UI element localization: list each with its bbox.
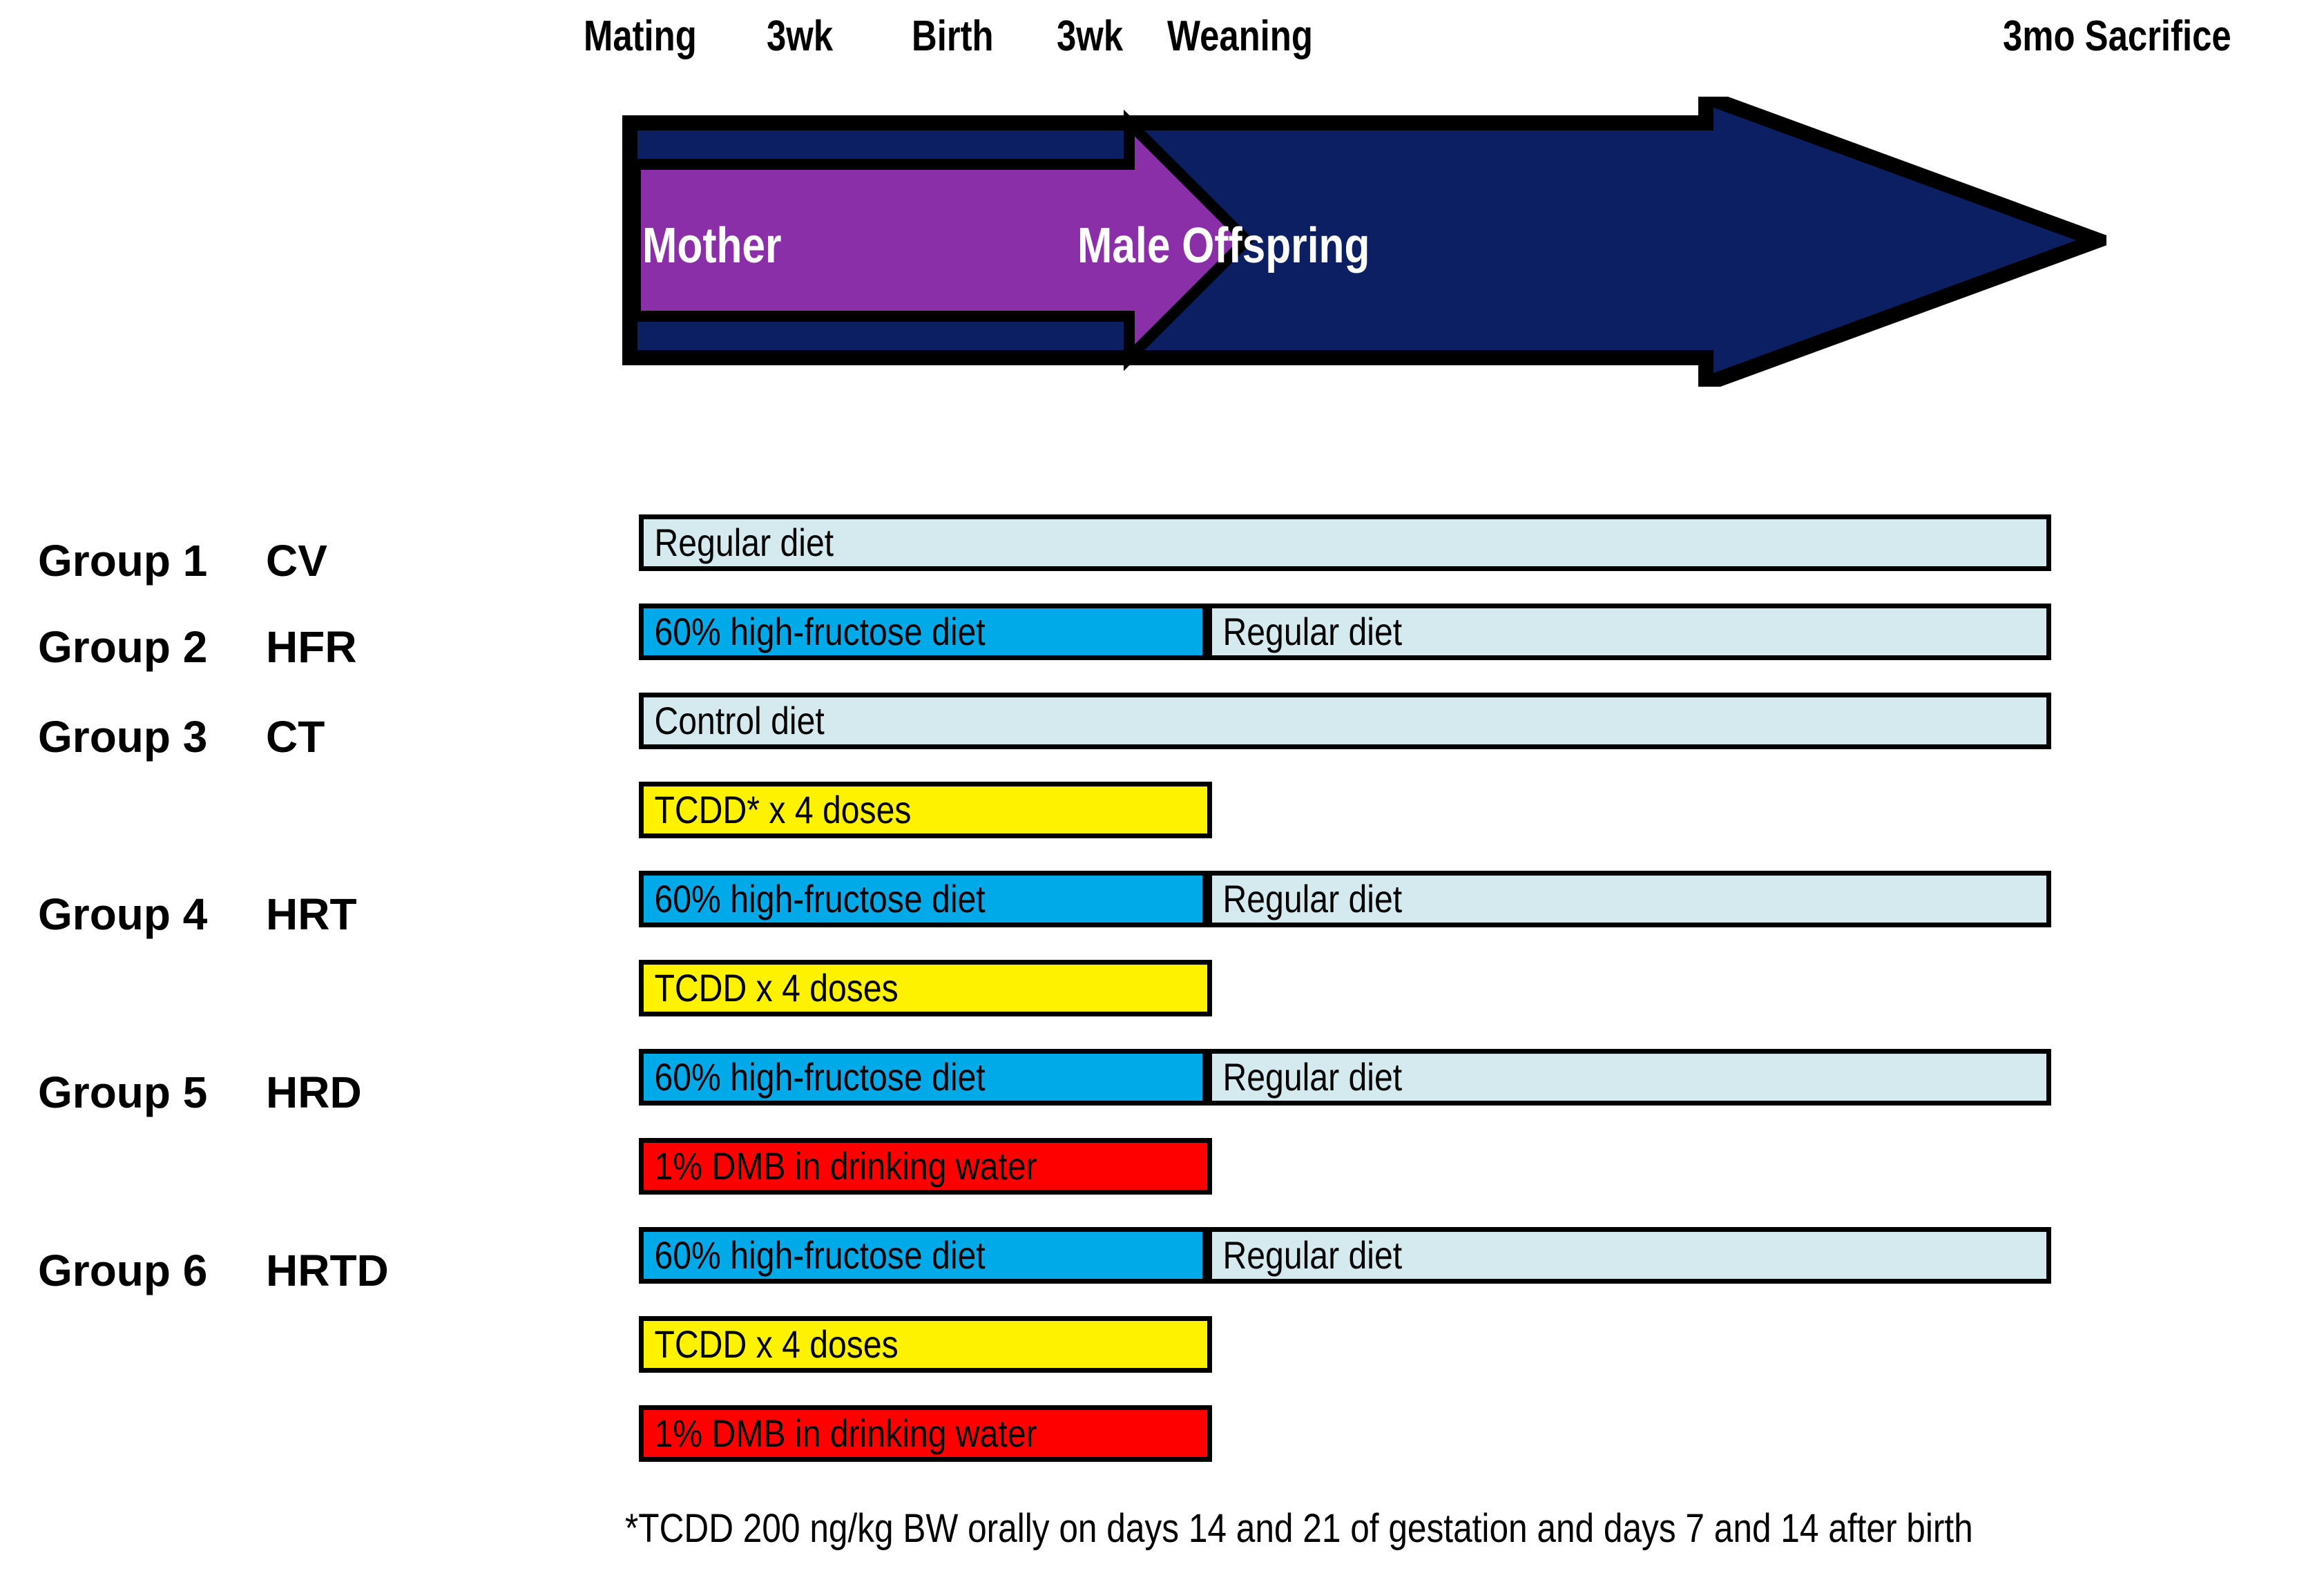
group-code-hrtd: HRTD <box>266 1246 389 1295</box>
diet-bar-label: 60% high-fructose diet <box>654 877 986 920</box>
offspring-arrow-label: Male Offspring <box>1077 218 1370 273</box>
timeline-event-3wk: 3wk <box>767 12 834 60</box>
diet-bar-label: 60% high-fructose diet <box>654 1055 986 1099</box>
group-code-cv: CV <box>266 536 327 586</box>
diet-bar-segment: Regular diet <box>1207 1049 2051 1106</box>
timeline-event-3mo-sacrifice: 3mo Sacrifice <box>2003 12 2231 60</box>
diet-bar-label: Regular diet <box>1222 877 1403 920</box>
diet-bar-label: 60% high-fructose diet <box>654 610 986 653</box>
diet-bar-label: Regular diet <box>1222 610 1403 653</box>
mother-arrow-label-wrap: Mother <box>642 221 808 271</box>
diet-bar-label: TCDD x 4 doses <box>654 1322 899 1366</box>
diet-bar-label: TCDD* x 4 doses <box>654 788 912 831</box>
group-number-1: Group 1 <box>38 536 208 586</box>
diet-bar-segment: 60% high-fructose diet <box>639 1227 1207 1284</box>
mother-arrow-shape <box>630 109 1255 371</box>
diet-bar-segment: Regular diet <box>1207 871 2051 927</box>
timeline-event-birth: Birth <box>912 12 994 60</box>
timeline-event-mating: Mating <box>584 12 697 60</box>
timeline-event-weaning: Weaning <box>1167 12 1313 60</box>
diet-bar-segment: 60% high-fructose diet <box>639 871 1207 927</box>
diet-bar-segment: TCDD x 4 doses <box>639 960 1212 1016</box>
diet-bar-segment: 60% high-fructose diet <box>639 1049 1207 1106</box>
diet-bar-label: Regular diet <box>1222 1233 1403 1277</box>
diet-bar-label: 1% DMB in drinking water <box>654 1144 1037 1188</box>
group-code-ct: CT <box>266 712 325 762</box>
diet-bar-segment: Regular diet <box>639 514 2051 571</box>
diet-bar-label: 1% DMB in drinking water <box>654 1411 1037 1455</box>
group-code-hrd: HRD <box>266 1068 362 1117</box>
group-number-6: Group 6 <box>38 1246 208 1295</box>
diet-bar-label: 60% high-fructose diet <box>654 1233 986 1277</box>
group-number-4: Group 4 <box>38 889 208 939</box>
diet-bar-segment: Regular diet <box>1207 604 2051 660</box>
offspring-arrow-label-wrap: Male Offspring <box>1077 221 1425 271</box>
diet-bar-label: Control diet <box>654 699 825 742</box>
diet-bar-segment: Regular diet <box>1207 1227 2051 1284</box>
group-code-hfr: HFR <box>266 622 357 672</box>
diet-bar-label: Regular diet <box>1222 1055 1403 1099</box>
diet-bar-segment: 1% DMB in drinking water <box>639 1405 1212 1462</box>
group-number-5: Group 5 <box>38 1068 208 1117</box>
group-number-2: Group 2 <box>38 622 208 672</box>
mother-arrow-label: Mother <box>642 218 782 273</box>
diet-bar-label: Regular diet <box>654 521 834 564</box>
timeline-event-3wk: 3wk <box>1057 12 1124 60</box>
group-code-hrt: HRT <box>266 889 357 939</box>
lifecycle-arrow-svg <box>622 86 2120 395</box>
diet-bar-segment: TCDD* x 4 doses <box>639 782 1212 838</box>
diet-bar-segment: TCDD x 4 doses <box>639 1316 1212 1373</box>
group-number-3: Group 3 <box>38 712 208 762</box>
diet-bar-label: TCDD x 4 doses <box>654 966 899 1010</box>
diet-bar-segment: 60% high-fructose diet <box>639 604 1207 660</box>
tcdd-footnote: *TCDD 200 ng/kg BW orally on days 14 and… <box>625 1506 1973 1551</box>
diet-bar-segment: Control diet <box>639 693 2051 749</box>
lifecycle-arrow-band: Mother Male Offspring <box>622 86 2120 395</box>
diet-bar-segment: 1% DMB in drinking water <box>639 1138 1212 1195</box>
